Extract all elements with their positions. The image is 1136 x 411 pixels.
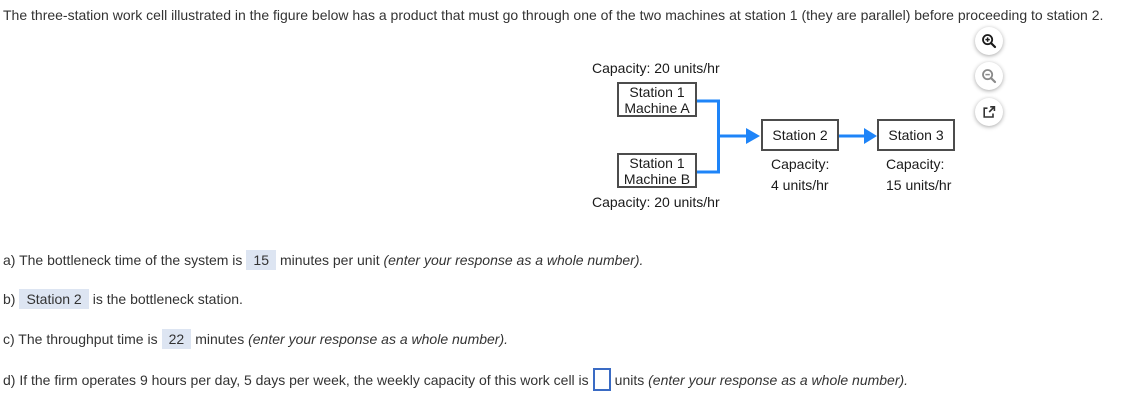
zoom-out-button[interactable] — [975, 62, 1003, 90]
station1-machine-b-box: Station 1 Machine B — [617, 153, 697, 188]
question-d-suffix: units — [614, 372, 645, 388]
arrow-to-station2-head — [746, 128, 760, 144]
station2-box: Station 2 — [761, 119, 839, 151]
question-a-hint: (enter your response as a whole number). — [383, 252, 644, 268]
question-b-suffix: is the bottleneck station. — [92, 291, 243, 307]
open-in-new-window-icon — [983, 106, 996, 118]
station3-capacity-value: 15 units/hr — [886, 177, 952, 193]
station1-machine-b-line2: Machine B — [623, 171, 691, 187]
capacity-label-machine-b: Capacity: 20 units/hr — [592, 194, 720, 210]
question-c-prefix: c) The throughput time is — [3, 331, 158, 347]
station1-machine-a-box: Station 1 Machine A — [617, 82, 697, 117]
zoom-out-icon — [982, 69, 997, 84]
question-c-hint: (enter your response as a whole number). — [248, 331, 509, 347]
station3-capacity-label: Capacity: — [886, 156, 945, 172]
zoom-in-button[interactable] — [975, 27, 1003, 55]
station1-machine-b-line1: Station 1 — [629, 155, 685, 171]
station1-machine-a-line1: Station 1 — [629, 84, 685, 100]
arrow-to-station3-head — [864, 128, 877, 144]
open-in-new-window-button[interactable] — [975, 98, 1003, 126]
question-d-hint: (enter your response as a whole number). — [648, 372, 909, 388]
capacity-label-machine-a: Capacity: 20 units/hr — [592, 60, 720, 76]
station1-machine-a-line2: Machine A — [624, 100, 690, 116]
question-d-row: d) If the firm operates 9 hours per day,… — [3, 368, 908, 391]
question-d-prefix: d) If the firm operates 9 hours per day,… — [3, 372, 589, 388]
question-a-suffix: minutes per unit — [279, 252, 380, 268]
zoom-in-icon — [982, 34, 997, 49]
question-b-answer-field[interactable]: Station 2 — [19, 289, 89, 309]
question-b-prefix: b) — [3, 291, 16, 307]
station2-capacity-label: Capacity: — [771, 156, 830, 172]
question-a-prefix: a) The bottleneck time of the system is — [3, 252, 243, 268]
station3-box: Station 3 — [877, 119, 955, 151]
question-c-answer-field[interactable]: 22 — [161, 329, 192, 349]
question-d-answer-input[interactable] — [592, 368, 611, 391]
merge-connector-line — [697, 99, 720, 174]
question-statement: The three-station work cell illustrated … — [3, 7, 1104, 23]
station2-capacity-value: 4 units/hr — [771, 177, 829, 193]
question-c-suffix: minutes — [195, 331, 245, 347]
question-a-answer-field[interactable]: 15 — [246, 250, 276, 270]
